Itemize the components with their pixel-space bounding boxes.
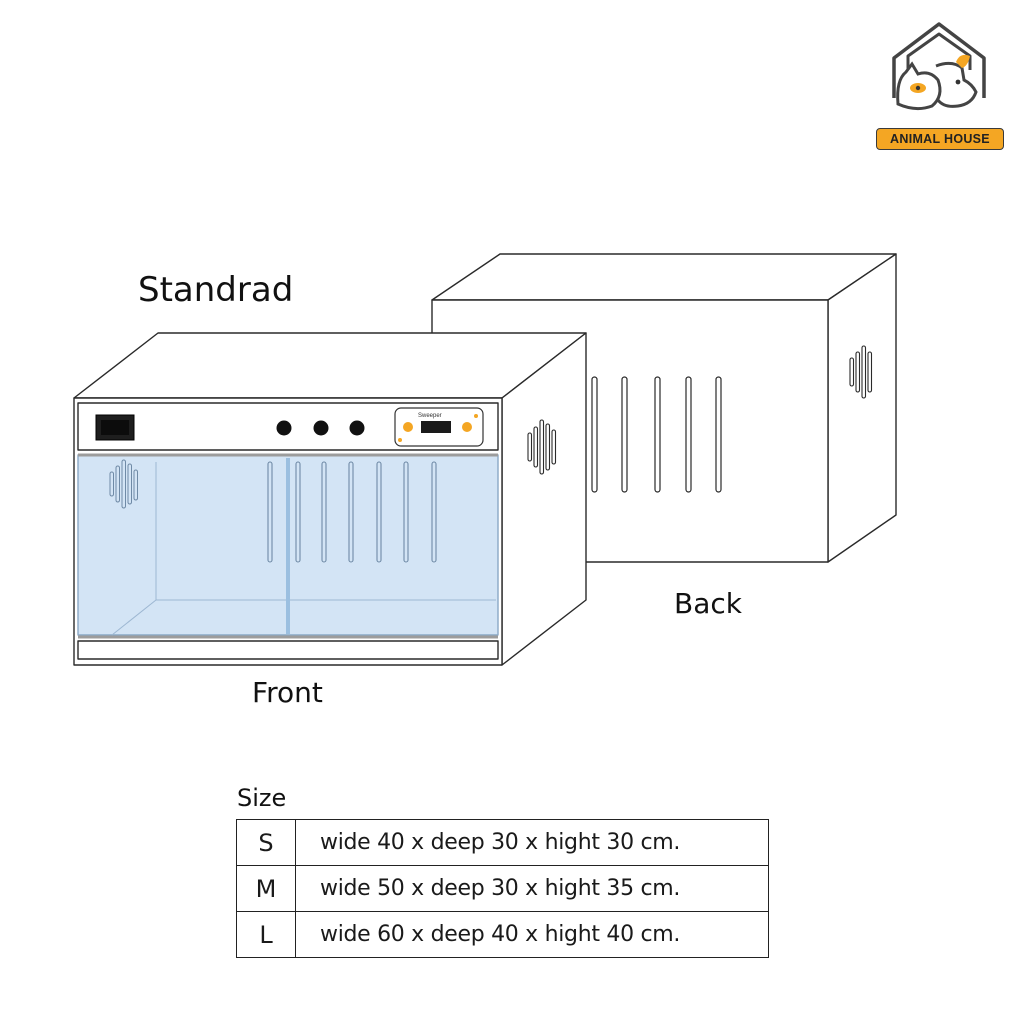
table-row: S wide 40 x deep 30 x hight 30 cm. (236, 819, 769, 866)
panel-brand: Sweeper (418, 413, 442, 419)
front-side-vent (527, 419, 557, 475)
back-vent-slots (591, 376, 722, 493)
panel-controls: Sweeper (95, 407, 484, 447)
table-row: L wide 60 x deep 40 x hight 40 cm. (236, 911, 769, 958)
thermostat-panel-icon: Sweeper (394, 407, 484, 447)
front-cabinet (73, 332, 587, 666)
door-divider (286, 458, 290, 634)
size-code: S (236, 819, 296, 866)
back-side-face (827, 253, 897, 563)
size-table: S wide 40 x deep 30 x hight 30 cm. M wid… (236, 819, 769, 958)
front-label: Front (252, 676, 323, 709)
product-diagram: Sweeper (73, 253, 897, 666)
size-code: L (236, 911, 296, 958)
size-code: M (236, 865, 296, 912)
bottom-rail (77, 640, 499, 660)
diagram-title: Standrad (138, 270, 294, 310)
size-description: wide 60 x deep 40 x hight 40 cm. (295, 911, 769, 958)
size-title: Size (237, 784, 287, 812)
size-description: wide 40 x deep 30 x hight 30 cm. (295, 819, 769, 866)
brand-name: ANIMAL HOUSE (876, 128, 1004, 150)
inner-side-vent (109, 459, 138, 509)
size-description: wide 50 x deep 30 x hight 35 cm. (295, 865, 769, 912)
control-knob-icon (313, 420, 329, 436)
back-side-vent (849, 345, 873, 399)
front-top-face (73, 332, 587, 399)
inner-vent-slots (267, 461, 437, 563)
back-top-face (431, 253, 897, 301)
control-knob-icon (276, 420, 292, 436)
brand-logo: ANIMAL HOUSE (872, 20, 1006, 150)
control-knob-icon (349, 420, 365, 436)
back-label: Back (674, 587, 742, 620)
house-pets-icon (892, 22, 986, 111)
table-row: M wide 50 x deep 30 x hight 35 cm. (236, 865, 769, 912)
